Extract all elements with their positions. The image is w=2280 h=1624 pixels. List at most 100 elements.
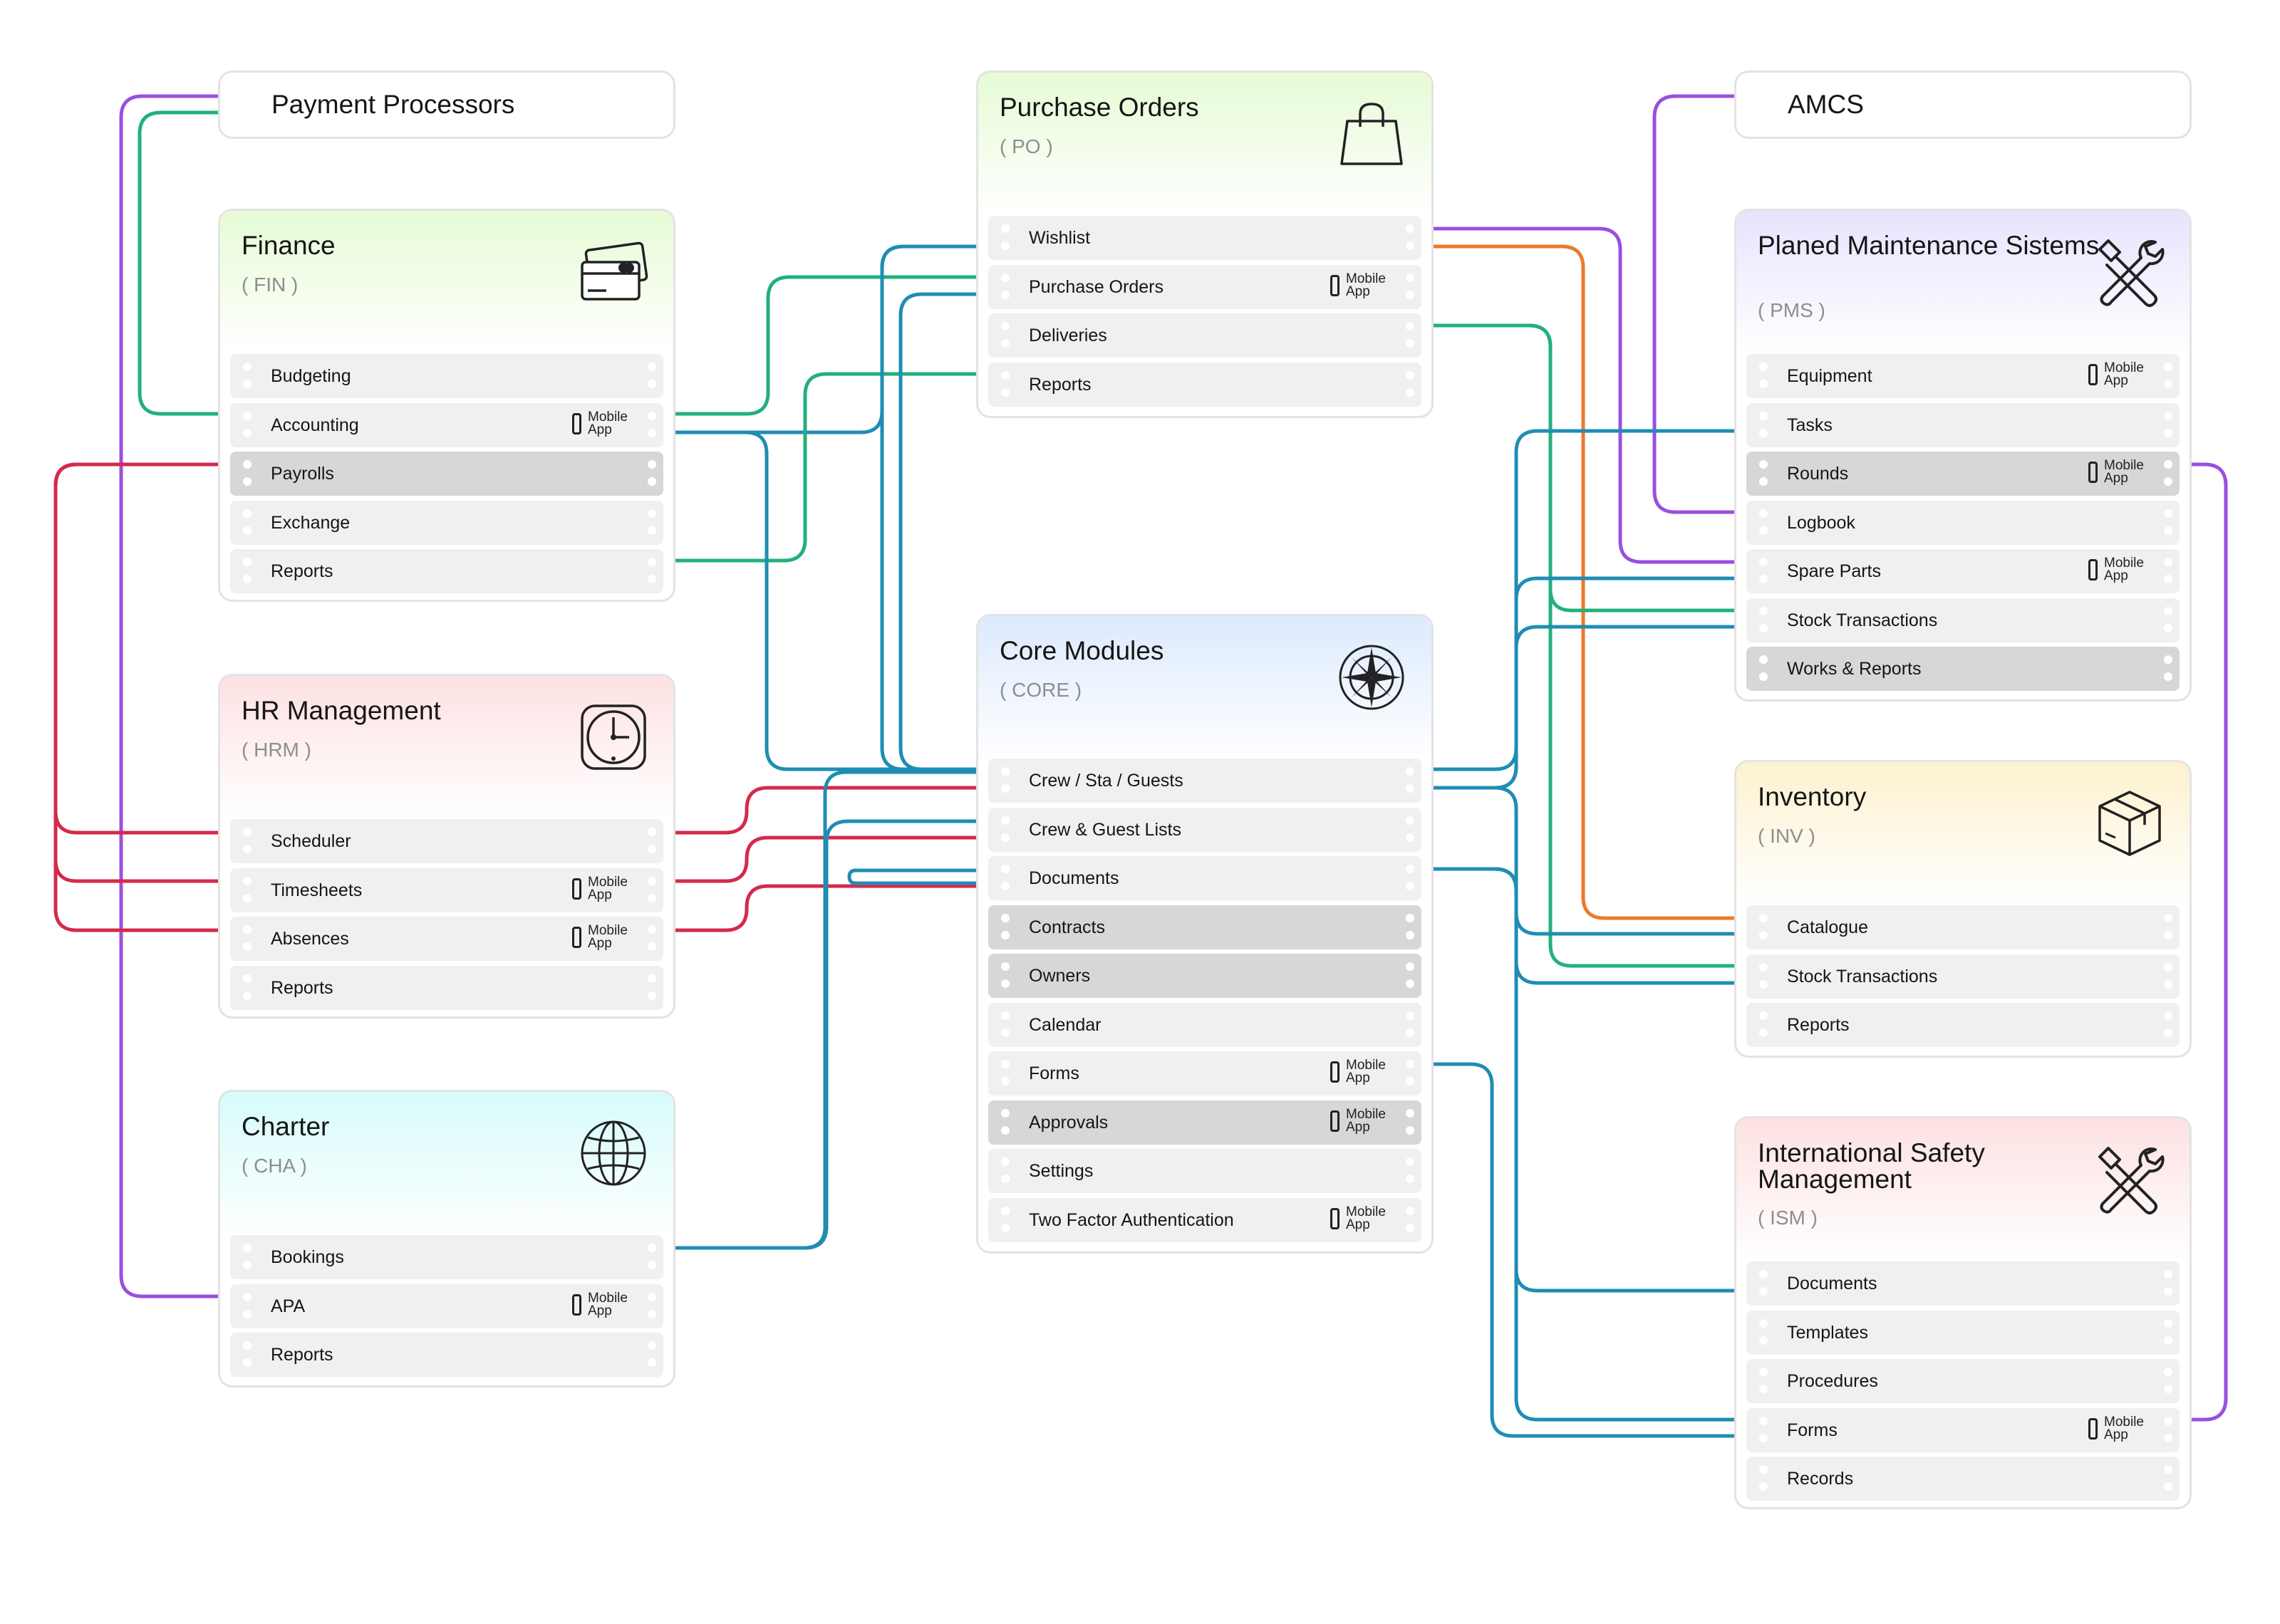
port-dot[interactable]	[1001, 833, 1010, 842]
port-dot[interactable]	[243, 363, 252, 371]
module-item[interactable]: Reports	[230, 965, 663, 1010]
port-dot[interactable]	[2164, 1465, 2172, 1474]
port-dot[interactable]	[1406, 273, 1414, 282]
port-dot[interactable]	[243, 828, 252, 836]
port-dot[interactable]	[1406, 816, 1414, 825]
port-dot[interactable]	[648, 1261, 656, 1269]
port-dot[interactable]	[1759, 1416, 1768, 1425]
port-dot[interactable]	[1001, 322, 1010, 330]
port-dot[interactable]	[1001, 1077, 1010, 1086]
port-dot[interactable]	[243, 925, 252, 934]
port-dot[interactable]	[2164, 1029, 2172, 1037]
port-dot[interactable]	[1406, 979, 1414, 988]
port-dot[interactable]	[1759, 1465, 1768, 1474]
port-dot[interactable]	[1759, 460, 1768, 469]
port-dot[interactable]	[648, 876, 656, 885]
port-dot[interactable]	[2164, 575, 2172, 583]
port-dot[interactable]	[243, 876, 252, 885]
port-dot[interactable]	[1759, 411, 1768, 420]
port-dot[interactable]	[1759, 380, 1768, 388]
module-item[interactable]: Owners	[988, 954, 1421, 998]
module-item[interactable]: Budgeting	[230, 354, 663, 398]
module-item[interactable]: Logbook	[1746, 500, 2180, 545]
port-dot[interactable]	[243, 1292, 252, 1301]
port-dot[interactable]	[2164, 606, 2172, 615]
module-item[interactable]: Documents	[1746, 1261, 2180, 1306]
port-dot[interactable]	[243, 526, 252, 535]
port-dot[interactable]	[648, 991, 656, 1000]
port-dot[interactable]	[1001, 387, 1010, 397]
port-dot[interactable]	[1001, 767, 1010, 776]
module-item[interactable]: Works & Reports	[1746, 647, 2180, 691]
port-dot[interactable]	[1406, 930, 1414, 939]
port-dot[interactable]	[1406, 913, 1414, 922]
port-dot[interactable]	[1001, 784, 1010, 793]
port-dot[interactable]	[1759, 1336, 1768, 1345]
port-dot[interactable]	[1759, 1318, 1768, 1328]
port-dot[interactable]	[1759, 575, 1768, 583]
port-dot[interactable]	[2164, 380, 2172, 388]
module-item[interactable]: Procedures	[1746, 1359, 2180, 1403]
module-item[interactable]: Catalogue	[1746, 905, 2180, 949]
port-dot[interactable]	[1001, 273, 1010, 282]
port-dot[interactable]	[2164, 509, 2172, 518]
module-item[interactable]: Templates	[1746, 1310, 2180, 1355]
module-item[interactable]: Reports	[988, 362, 1421, 407]
module-item[interactable]: Deliveries	[988, 313, 1421, 358]
module-item[interactable]: Reports	[230, 549, 663, 593]
port-dot[interactable]	[1759, 1385, 1768, 1393]
port-dot[interactable]	[1406, 1175, 1414, 1183]
port-dot[interactable]	[243, 411, 252, 420]
port-dot[interactable]	[2164, 1368, 2172, 1376]
port-dot[interactable]	[1406, 1011, 1414, 1020]
port-dot[interactable]	[1001, 865, 1010, 873]
module-item[interactable]: Wishlist	[988, 216, 1421, 260]
port-dot[interactable]	[1001, 1108, 1010, 1118]
port-dot[interactable]	[1759, 1433, 1768, 1442]
port-dot[interactable]	[243, 1358, 252, 1367]
port-dot[interactable]	[1406, 241, 1414, 250]
port-dot[interactable]	[1001, 962, 1010, 971]
port-dot[interactable]	[1001, 224, 1010, 233]
port-dot[interactable]	[243, 558, 252, 566]
port-dot[interactable]	[1759, 363, 1768, 371]
port-dot[interactable]	[2164, 931, 2172, 939]
port-dot[interactable]	[648, 845, 656, 853]
port-dot[interactable]	[1759, 526, 1768, 535]
port-dot[interactable]	[648, 477, 656, 486]
port-dot[interactable]	[1406, 1077, 1414, 1086]
port-dot[interactable]	[1001, 979, 1010, 988]
port-dot[interactable]	[1001, 241, 1010, 250]
module-item[interactable]: Calendar	[988, 1002, 1421, 1047]
port-dot[interactable]	[2164, 1433, 2172, 1442]
port-dot[interactable]	[1001, 816, 1010, 825]
port-dot[interactable]	[1759, 1029, 1768, 1037]
port-dot[interactable]	[1759, 558, 1768, 566]
port-dot[interactable]	[1759, 606, 1768, 615]
port-dot[interactable]	[243, 575, 252, 583]
port-dot[interactable]	[243, 460, 252, 469]
module-item[interactable]: Payrolls	[230, 452, 663, 496]
port-dot[interactable]	[648, 558, 656, 566]
port-dot[interactable]	[1759, 979, 1768, 989]
port-dot[interactable]	[648, 509, 656, 518]
port-dot[interactable]	[1406, 784, 1414, 793]
port-dot[interactable]	[648, 411, 656, 420]
port-dot[interactable]	[243, 428, 252, 437]
port-dot[interactable]	[648, 1358, 656, 1367]
port-dot[interactable]	[648, 1341, 656, 1350]
port-dot[interactable]	[243, 845, 252, 853]
port-dot[interactable]	[1759, 1287, 1768, 1296]
port-dot[interactable]	[648, 380, 656, 388]
port-dot[interactable]	[648, 974, 656, 983]
port-dot[interactable]	[1759, 1482, 1768, 1491]
port-dot[interactable]	[648, 828, 656, 836]
port-dot[interactable]	[2164, 526, 2172, 535]
port-dot[interactable]	[1759, 428, 1768, 437]
